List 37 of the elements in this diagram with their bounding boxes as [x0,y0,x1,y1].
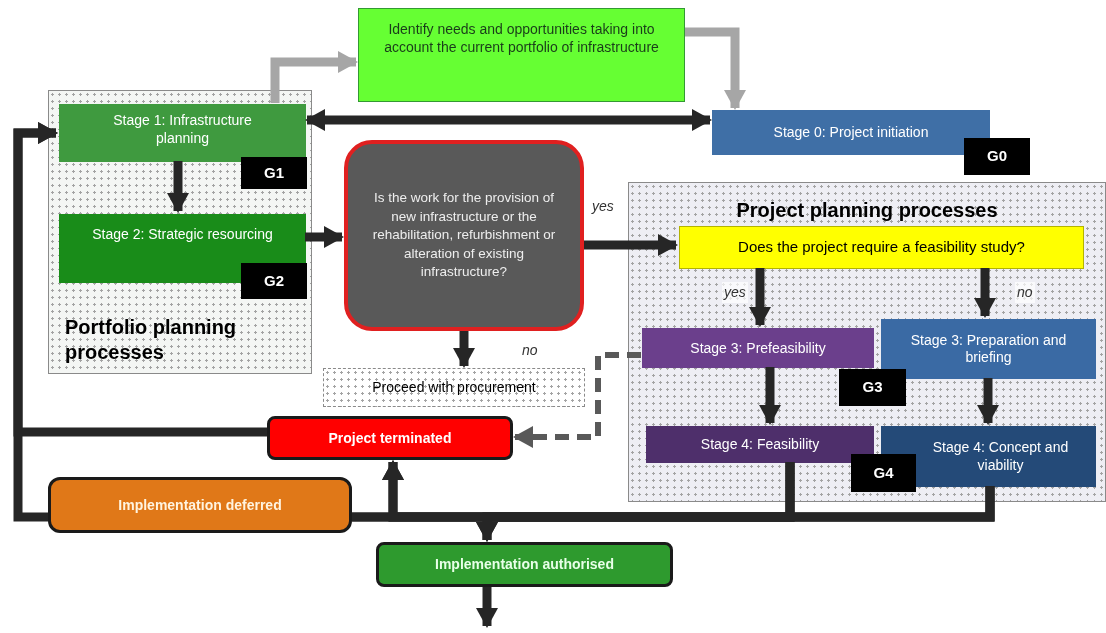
process-box: Stage 3: Preparation and briefing [881,319,1096,379]
terminal-box: Implementation authorised [376,542,673,587]
arrow [977,378,999,425]
group-title: Portfolio planning processes [65,315,238,365]
group-title: Project planning processes [735,198,999,223]
process-box: Proceed with procurement [323,368,585,407]
process-box: Stage 4: Feasibility [646,426,874,463]
decision-box: Does the project require a feasibility study? [679,226,1084,269]
decision-box: Is the work for the provision of new infrastructure or the rehabilitation, refurbishment or alteration of existing infrastructure? [344,140,584,331]
arrow [13,122,267,437]
edge-label: no [1015,282,1035,303]
connector-line [352,486,995,522]
process-box: Stage 1: Infrastructure planning [59,104,306,162]
gate-badge: G3 [839,369,906,406]
arrow [974,268,996,318]
arrow [167,161,189,213]
terminal-box: Implementation deferred [48,477,352,533]
arrow [270,51,358,103]
arrow [749,268,771,327]
arrow [584,234,678,256]
edge-label: yes [722,282,748,303]
group-container [628,182,1106,502]
gate-badge: G0 [964,138,1030,175]
dashed-arrow [513,352,641,448]
gate-badge: G2 [241,263,307,299]
arrow [685,27,746,110]
arrow [305,109,712,131]
arrow [759,367,781,425]
arrow [453,331,475,368]
gate-badge: G1 [241,157,307,189]
arrow [476,587,498,628]
terminal-box: Project terminated [267,416,513,460]
arrow [305,226,344,248]
process-box: Identify needs and opportunities taking into account the current portfolio of infrastructure [358,8,685,102]
gate-badge: G4 [851,454,916,492]
group-container [48,90,312,374]
process-box: Stage 3: Prefeasibility [642,328,874,368]
